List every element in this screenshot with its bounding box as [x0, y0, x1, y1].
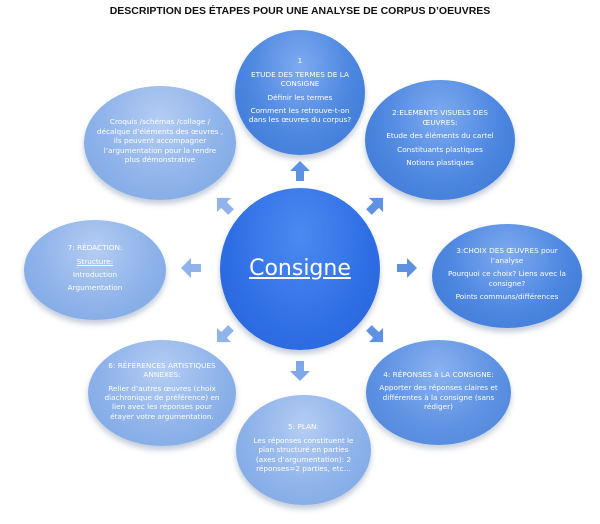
step-3-heading: 3:CHOIX DES ŒUVRES pour l’analyse [456, 246, 558, 265]
step-1-line: Définir les termes [267, 92, 333, 102]
center-label: Consigne [249, 255, 351, 281]
arrow-right-icon [397, 258, 417, 278]
step-1-number: 1 [297, 56, 303, 66]
diagram-title: DESCRIPTION DES ÉTAPES POUR UNE ANALYSE … [109, 5, 491, 17]
step-6-line: Relier d’autres œuvres (choix diachroniq… [104, 383, 220, 421]
step-1-heading: ETUDE DES TERMES DE LA CONSIGNE [251, 69, 349, 89]
step-7-heading: 7: RÉDACTION: [67, 243, 123, 253]
step-4-line: Apporter des réponses claires et différe… [379, 383, 498, 411]
step-3-line: Pourquoi ce choix? Liens avec la consign… [447, 269, 567, 288]
step-1-line: Comment les retrouve-t-on dans les œuvre… [248, 105, 352, 125]
arrow-up-icon [290, 161, 310, 181]
sketches-text: Croquis /schémas /collage / décalque d’é… [96, 117, 224, 165]
step-6-heading: 6: RÉFÉRENCES ARTISTIQUES ANNEXES: [108, 360, 216, 380]
step-4-heading: 4: RÉPONSES à LA CONSIGNE: [383, 369, 494, 379]
arrow-left-icon [181, 258, 201, 278]
step-2-line: Etude des éléments du cartel [386, 131, 494, 141]
step-5-heading: 5: PLAN: [288, 422, 319, 432]
step-2-line: Notions plastiques [406, 158, 474, 168]
arrow-down-icon [290, 361, 310, 381]
sketches-node: Croquis /schémas /collage / décalque d’é… [84, 86, 236, 200]
step-7-line: Introduction [72, 270, 118, 279]
center-node: Consigne [220, 188, 380, 350]
step-2-node: 2:ELEMENTS VISUELS DES ŒUVRES: Etude des… [365, 80, 515, 200]
arrow-up-right-icon [366, 197, 384, 215]
step-7-line: Argumentation [67, 283, 123, 293]
step-6-node: 6: RÉFÉRENCES ARTISTIQUES ANNEXES: Relie… [88, 340, 236, 446]
step-1-node: 1 ETUDE DES TERMES DE LA CONSIGNE Défini… [235, 30, 365, 155]
step-3-line: Points communs/différences [455, 292, 559, 302]
step-3-node: 3:CHOIX DES ŒUVRES pour l’analyse Pourqu… [432, 224, 582, 328]
arrow-up-left-icon [216, 197, 234, 215]
step-7-node: 7: RÉDACTION: Structure: Introduction Ar… [24, 220, 166, 320]
step-2-heading: 2:ELEMENTS VISUELS DES ŒUVRES: [392, 108, 488, 127]
step-4-node: 4: RÉPONSES à LA CONSIGNE: Apporter des … [366, 340, 511, 445]
arrow-down-left-icon [216, 325, 234, 343]
step-2-line: Constituants plastiques [397, 144, 483, 154]
step-5-line: Les réponses constituent le plan structu… [253, 435, 354, 474]
step-5-node: 5: PLAN: Les réponses constituent le pla… [236, 395, 371, 505]
step-7-structure: Structure: [76, 256, 114, 266]
arrow-down-right-icon [366, 325, 384, 343]
